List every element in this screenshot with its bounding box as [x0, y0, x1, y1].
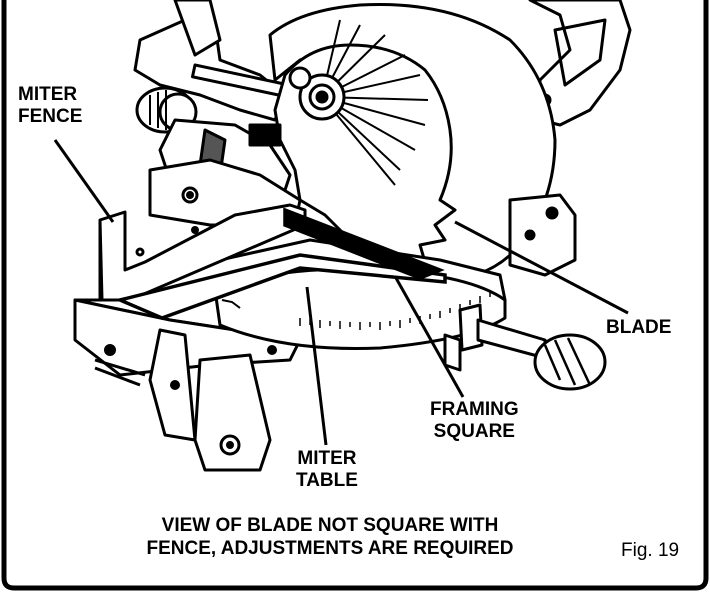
framing-square-label-line2: SQUARE	[433, 421, 515, 442]
base-details	[94, 299, 277, 456]
leader-miter-fence	[53, 139, 115, 223]
right-bracket	[508, 193, 577, 277]
leader-framing-square	[394, 277, 465, 398]
framing-square-label: FRAMING SQUARE	[430, 399, 519, 443]
miter-table-label-line2: TABLE	[296, 470, 358, 491]
miter-fence-label-line1: MITER	[18, 84, 78, 105]
framing-square-label-line1: FRAMING	[430, 399, 519, 420]
figure-number: Fig. 19	[621, 540, 680, 561]
miter-fence-label-line2: FENCE	[18, 106, 83, 127]
blade-label: BLADE	[606, 317, 671, 339]
saw-arm	[133, 0, 295, 122]
leader-miter-table	[305, 286, 328, 446]
miter-scale	[299, 292, 491, 330]
blade-label-text: BLADE	[606, 317, 672, 338]
miter-table-label: MITER TABLE	[296, 448, 358, 492]
table-lock-knob	[443, 303, 607, 391]
framing-square	[114, 207, 447, 320]
blade-arbor	[288, 66, 346, 121]
caption-line2: FENCE, ADJUSTMENTS ARE REQUIRED	[146, 538, 514, 559]
leader-lines	[53, 139, 629, 446]
miter-fence-label: MITER FENCE	[18, 84, 82, 128]
caption-line1: VIEW OF BLADE NOT SQUARE WITH	[161, 515, 499, 536]
figure-caption: VIEW OF BLADE NOT SQUARE WITH FENCE, ADJ…	[110, 514, 550, 560]
leader-blade	[454, 220, 629, 315]
miter-table-label-line1: MITER	[297, 448, 357, 469]
